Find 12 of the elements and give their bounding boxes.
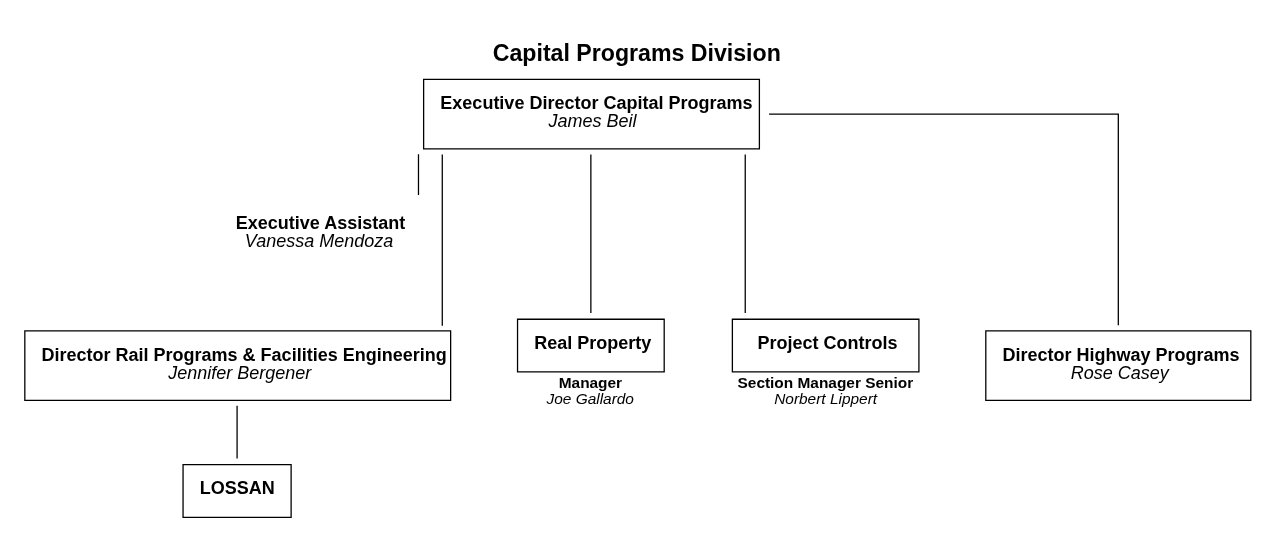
connector bbox=[441, 153, 443, 326]
diagram-title: Capital Programs Division bbox=[492, 39, 781, 66]
connector bbox=[417, 153, 420, 196]
node-label: Norbert Lippert bbox=[774, 389, 878, 407]
node-label: Section Manager Senior bbox=[737, 373, 914, 391]
connector bbox=[768, 112, 1119, 326]
connector bbox=[590, 153, 592, 314]
node-label: Joe Gallardo bbox=[546, 389, 634, 407]
node-label: Manager bbox=[558, 373, 623, 391]
connector bbox=[236, 404, 238, 459]
node-text: Executive Assistant Vanessa Mendoza bbox=[235, 212, 406, 251]
connector bbox=[744, 153, 746, 314]
